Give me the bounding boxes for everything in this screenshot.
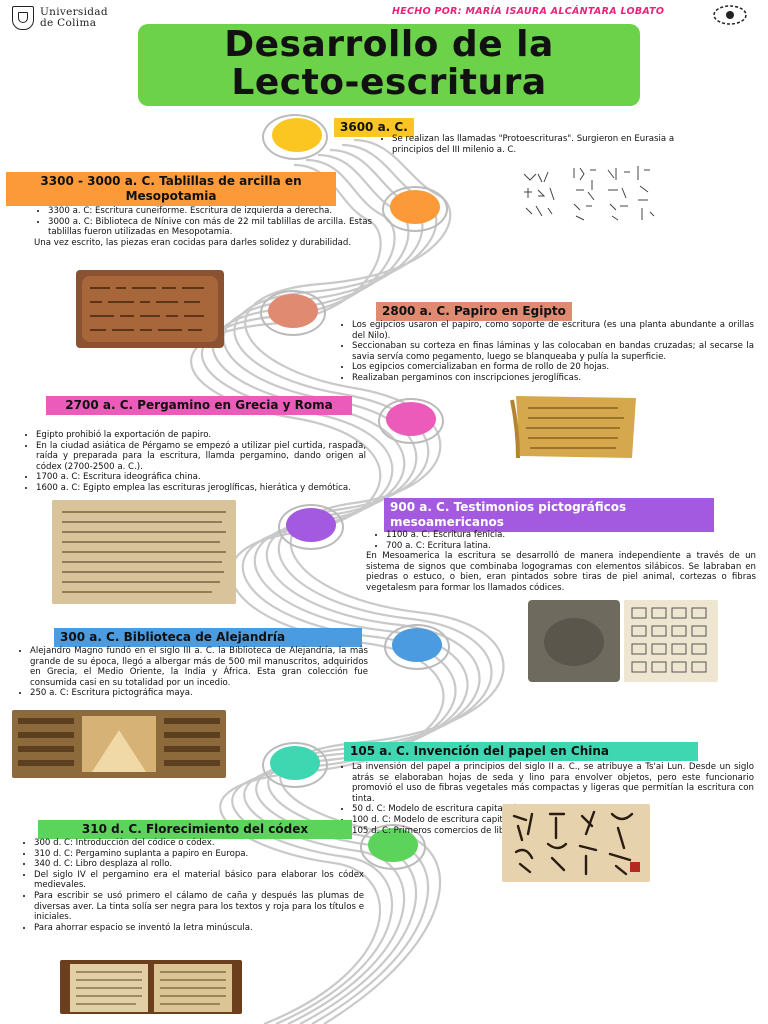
section-6-text: Alejandro Magno fundó en el siglo III a.… [16, 646, 368, 699]
timeline-dot-peach [268, 294, 318, 328]
timeline-ring [262, 742, 328, 788]
list-item: La invensión del papel a principios del … [352, 762, 754, 804]
title-banner [138, 24, 640, 106]
list-item: Realizaban pergaminos con inscripciones … [352, 373, 754, 384]
title-line-2: Lecto-escritura [231, 62, 547, 103]
section-4-title: 2700 a. C. Pergamino en Grecia y Roma [65, 398, 333, 412]
section-2-title: 3300 - 3000 a. C. Tablillas de arcilla e… [40, 174, 302, 203]
section-2-text: 3300 a. C: Escritura cuneiforme. Escritu… [34, 206, 372, 248]
list-item: Seccionaban su corteza en finas láminas … [352, 341, 754, 362]
list-item: Egipto prohibió la exportación de papiro… [36, 430, 366, 441]
section-2-note: Una vez escrito, las piezas eran cocidas… [34, 237, 352, 248]
timeline-ring [262, 114, 328, 160]
university-logo: Universidad de Colima [12, 6, 132, 32]
list-item: 340 d. C: Libro desplaza al rollo. [34, 859, 364, 870]
list-item: Los egipcios comercializaban en forma de… [352, 362, 754, 373]
list-item: 50 d. C: Modelo de escritura capital rús… [352, 804, 754, 815]
section-5-text: 1100 a. C: Escritura fenicia. 700 a. C: … [366, 530, 756, 594]
mesoamerican-glyphs-image [528, 600, 718, 682]
list-item: Se realizan las llamadas "Protoescritura… [392, 134, 684, 155]
list-item: En la ciudad asiática de Pérgamo se empe… [36, 441, 366, 473]
page-title: Desarrollo de la Lecto-escritura [138, 26, 640, 102]
section-3-heading: 2800 a. C. Papiro en Egipto [376, 302, 572, 321]
author-credit: HECHO POR: MARÍA ISAURA ALCÁNTARA LOBATO [392, 6, 665, 17]
timeline-dot-yellow [272, 118, 322, 152]
section-5-title: 900 a. C. Testimonios pictográficos meso… [390, 500, 627, 529]
section-5-note: En Mesoamerica la escritura se desarroll… [366, 551, 756, 593]
clay-tablet-image [76, 270, 224, 348]
timeline-dot-orange [390, 190, 440, 224]
section-5-heading: 900 a. C. Testimonios pictográficos meso… [384, 498, 714, 532]
section-8-text: 300 d. C: Introducción del códice o códe… [20, 838, 364, 933]
section-7-heading: 105 a. C. Invención del papel en China [344, 742, 698, 761]
list-item: 1100 a. C: Escritura fenicia. [386, 530, 756, 541]
chinese-calligraphy-image [502, 804, 650, 882]
list-item: 700 a. C: Ecritura latina. [386, 541, 756, 552]
title-line-1: Desarrollo de la [224, 24, 554, 65]
timeline-ring [360, 824, 426, 870]
parchment-image [52, 500, 236, 604]
university-city: de Colima [40, 17, 97, 29]
list-item: Para escribir se usó primero el cálamo d… [34, 891, 364, 923]
list-item: 100 d. C: Modelo de escritura capital ro… [352, 815, 754, 826]
timeline-dot-teal [270, 746, 320, 780]
list-item: 3000 a. C: Biblioteca de Nínive con más … [48, 217, 372, 238]
codex-image [60, 960, 242, 1014]
timeline-ring [382, 186, 448, 232]
emblem-icon [713, 5, 747, 25]
list-item: Los egipcios usaron el papiro, como sopo… [352, 320, 754, 341]
timeline-ring [384, 624, 450, 670]
list-item: 300 d. C: Introducción del códice o códe… [34, 838, 364, 849]
timeline-dot-purple [286, 508, 336, 542]
section-7-text: La invensión del papel a principios del … [338, 762, 754, 836]
timeline-ring [278, 504, 344, 550]
section-2-heading: 3300 - 3000 a. C. Tablillas de arcilla e… [6, 172, 336, 206]
list-item: Para ahorrar espacio se inventó la letra… [34, 923, 364, 934]
section-4-text: Egipto prohibió la exportación de papiro… [22, 430, 366, 494]
list-item: 3300 a. C: Escritura cuneiforme. Escritu… [48, 206, 372, 217]
list-item: Del siglo IV el pergamino era el materia… [34, 870, 364, 891]
list-item: 310 d. C: Pergamino suplanta a papiro en… [34, 849, 364, 860]
timeline-dot-blue [392, 628, 442, 662]
papyrus-image [498, 388, 648, 466]
timeline-dot-pink [386, 402, 436, 436]
list-item: 1700 a. C: Escritura ideográfica china. [36, 472, 366, 483]
section-3-text: Los egipcios usaron el papiro, como sopo… [338, 320, 754, 384]
list-item: 105 d. C: Primeros comercios de libros e… [352, 826, 754, 837]
section-1-text: Se realizan las llamadas "Protoescritura… [378, 134, 684, 155]
timeline-ring [260, 290, 326, 336]
library-image [12, 710, 226, 778]
crest-icon [12, 6, 34, 30]
section-8-heading: 310 d. C. Florecimiento del códex [38, 820, 352, 839]
list-item: Alejandro Magno fundó en el siglo III a.… [30, 646, 368, 688]
timeline-ring [378, 398, 444, 444]
protowriting-image [523, 166, 655, 221]
section-1-heading: 3600 a. C. [334, 118, 414, 137]
section-6-heading: 300 a. C. Biblioteca de Alejandría [54, 628, 362, 647]
section-4-heading: 2700 a. C. Pergamino en Grecia y Roma [46, 396, 352, 415]
list-item: 1600 a. C: Egipto emplea las escrituras … [36, 483, 366, 494]
timeline-dot-green [368, 828, 418, 862]
university-name: Universidad [40, 6, 108, 18]
list-item: 250 a. C: Escritura pictográfica maya. [30, 688, 368, 699]
